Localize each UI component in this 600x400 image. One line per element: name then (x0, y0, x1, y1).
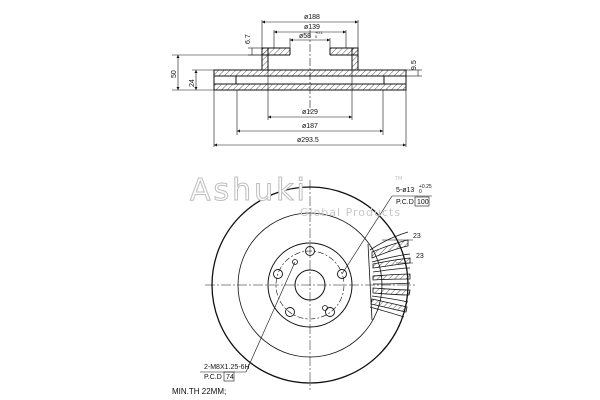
dim-139: ø139 (304, 24, 320, 31)
dim-24: 24 (189, 79, 196, 87)
dimension-lines-top (172, 20, 422, 147)
dim-187: ø187 (302, 123, 318, 130)
threaded-hole (292, 259, 298, 265)
brand-watermark: Ashuki TM Global Products (190, 173, 403, 220)
dim-129: ø129 (302, 109, 318, 116)
dim-58: ø58 (299, 33, 311, 40)
holes-tol: +0.25 (419, 184, 432, 190)
pcd-top-label: P.C.D (396, 199, 414, 206)
brand-subtitle: Global Products (300, 206, 401, 219)
dim-50: 50 (171, 70, 178, 78)
leader-lines (200, 195, 432, 373)
threaded-hole (322, 305, 328, 311)
dim-23-lower: 23 (416, 253, 424, 260)
pcd-bottom-label: P.C.D (204, 374, 222, 381)
pcd-top-value: 100 (417, 199, 429, 206)
dim-9-5: 9.5 (411, 60, 418, 70)
dim-293-5: ø293.5 (297, 137, 319, 144)
pcd-bottom-value: 74 (226, 374, 234, 381)
holes-note: 5-ø13 (396, 187, 414, 194)
dim-58-tol-lower: 0 (315, 34, 318, 39)
dim-188: ø188 (304, 14, 320, 21)
vane-cutaway (367, 231, 411, 321)
dim-6-7: 6.7 (245, 34, 252, 44)
front-view (205, 180, 415, 390)
pcd-top-box (414, 196, 430, 207)
bolt-hole (325, 307, 335, 317)
min-thickness-note: MIN.TH 22MM; (172, 387, 226, 396)
hat-wall-left (261, 47, 269, 71)
bolt-hole (285, 307, 295, 317)
dim-23-upper: 23 (413, 233, 421, 240)
brand-logo-text: Ashuki (190, 173, 308, 208)
bolt-hole (273, 269, 283, 279)
hat-wall-right (351, 47, 359, 71)
dim-58-tol: +0.1 (315, 30, 324, 35)
pcd-bottom-box (223, 371, 235, 382)
thread-note: 2-M8X1.25-6H (204, 364, 250, 371)
holes-tol-lower: 0 (419, 189, 422, 195)
bolt-hole (337, 269, 347, 279)
brand-tm: TM (394, 176, 402, 182)
